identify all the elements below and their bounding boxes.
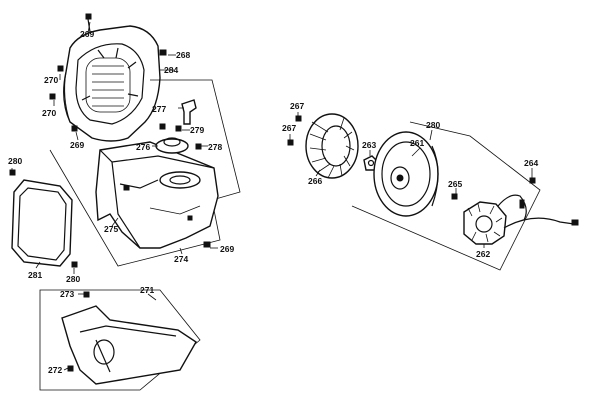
label-281: 281: [28, 270, 42, 280]
label-266: 266: [308, 176, 322, 186]
label-269b: 269: [70, 140, 84, 150]
label-278: 278: [208, 142, 222, 152]
label-275: 275: [104, 224, 118, 234]
leader-lines: [11, 21, 533, 371]
screw-part-280b: [71, 261, 78, 268]
label-270b: 270: [42, 108, 56, 118]
gasket-frame-part: [11, 179, 73, 267]
label-277: 277: [152, 104, 166, 114]
part-number-labels: 269 268 270 284 270 277 279 269 276 278 …: [8, 29, 538, 375]
screw-part-280a: [9, 169, 16, 176]
screw-part-269c: [203, 241, 211, 248]
label-267b: 267: [282, 123, 296, 133]
flywheel-part: [373, 131, 439, 217]
bolt-part-278: [195, 143, 202, 150]
label-273: 273: [60, 289, 74, 299]
label-274: 274: [174, 254, 188, 264]
label-280a: 280: [8, 156, 22, 166]
label-280b: 280: [66, 274, 80, 284]
assembly-outline-274: [49, 79, 241, 267]
label-276: 276: [136, 142, 150, 152]
screw-part-265: [451, 193, 458, 200]
fan-cover-screws: [49, 13, 167, 132]
label-284: 284: [164, 65, 178, 75]
label-271: 271: [140, 285, 154, 295]
stator-coil-part: [463, 194, 579, 245]
bolt-part-267a: [295, 115, 302, 122]
bolt-part-267b: [287, 139, 294, 146]
engine-shroud-part: [95, 141, 219, 249]
lower-shroud-part: [39, 289, 201, 391]
cooling-fan-part: [305, 113, 359, 179]
label-262: 262: [476, 249, 490, 259]
bolt-part-279: [175, 125, 182, 132]
label-263: 263: [362, 140, 376, 150]
screw-part-264: [529, 177, 536, 184]
label-264: 264: [524, 158, 538, 168]
label-269c: 269: [220, 244, 234, 254]
label-265: 265: [448, 179, 462, 189]
assembly-outline-280: [351, 121, 541, 271]
label-270a: 270: [44, 75, 58, 85]
label-280c: 280: [426, 120, 440, 130]
label-267a: 267: [290, 101, 304, 111]
bracket-part-277: [181, 99, 197, 125]
thermostat-cover-part-276: [155, 123, 189, 154]
label-268: 268: [176, 50, 190, 60]
label-269a: 269: [80, 29, 94, 39]
label-279: 279: [190, 125, 204, 135]
fan-cover-part: [63, 25, 161, 142]
label-261: 261: [410, 138, 424, 148]
label-272: 272: [48, 365, 62, 375]
